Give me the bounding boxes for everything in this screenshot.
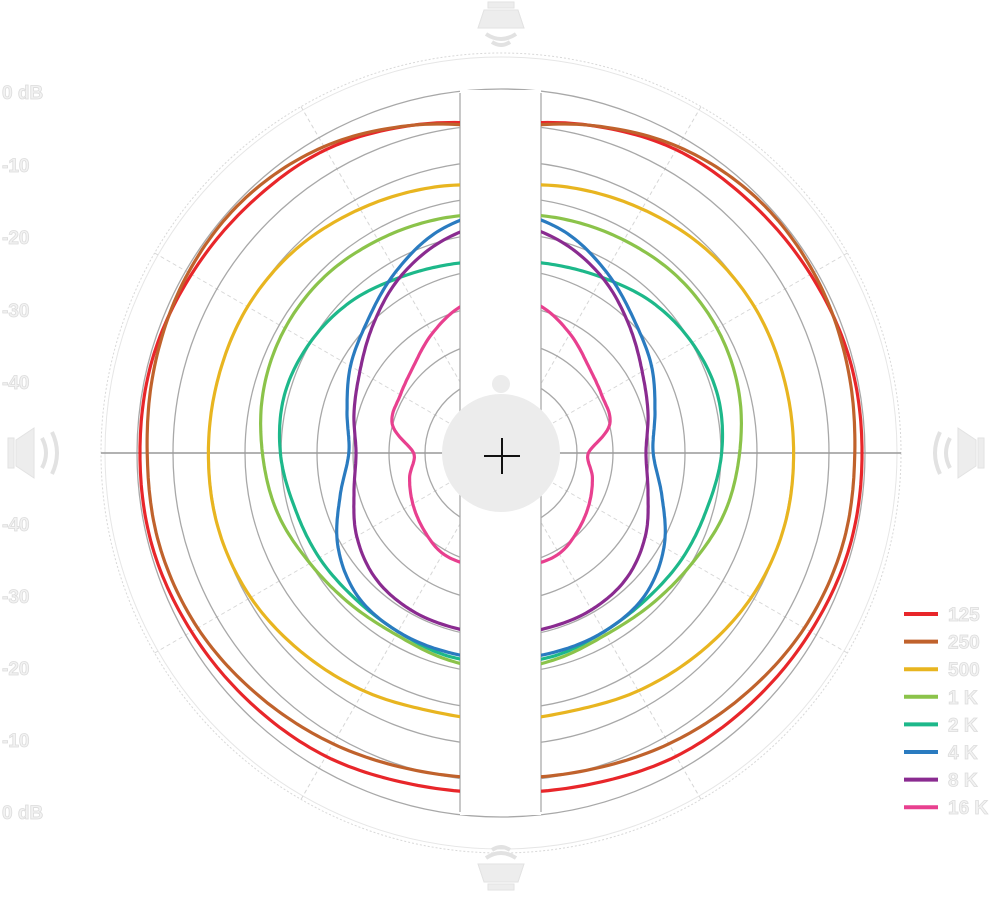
speaker-right-icon bbox=[933, 427, 985, 479]
radial-gridline bbox=[154, 482, 450, 654]
radial-gridline bbox=[300, 106, 472, 402]
db-label-bottom: 0 dB bbox=[2, 803, 43, 824]
db-label-bottom: -20 bbox=[2, 659, 29, 680]
curve-250-left bbox=[145, 122, 460, 779]
db-label-top: -30 bbox=[2, 301, 29, 322]
legend-label: 125 bbox=[948, 605, 980, 626]
legend-label: 16 K bbox=[948, 798, 988, 819]
db-label-top: 0 dB bbox=[2, 83, 43, 104]
radial-gridline bbox=[530, 106, 702, 402]
db-label-top: -10 bbox=[2, 156, 29, 177]
speaker-left-icon bbox=[7, 427, 59, 479]
curve-250-right bbox=[541, 122, 857, 779]
legend-label: 4 K bbox=[948, 743, 978, 764]
curve-8k-left bbox=[352, 230, 460, 631]
curve-4k-left bbox=[335, 218, 460, 657]
legend-label: 250 bbox=[948, 633, 980, 654]
microphone-center bbox=[442, 375, 560, 512]
curve-1k-right bbox=[541, 214, 744, 666]
db-label-top: -20 bbox=[2, 228, 29, 249]
legend-label: 8 K bbox=[948, 771, 978, 792]
legend-label: 2 K bbox=[948, 715, 978, 736]
legend: 125 250 500 1 K 2 K 4 K 8 K 16 K bbox=[904, 605, 989, 820]
db-label-bottom: -40 bbox=[2, 515, 29, 536]
curve-125-left bbox=[138, 120, 460, 793]
curve-500-right bbox=[541, 183, 796, 719]
db-label-bottom: -30 bbox=[2, 587, 29, 608]
db-label-bottom: -10 bbox=[2, 731, 29, 752]
legend-label: 500 bbox=[948, 660, 980, 681]
legend-label: 1 K bbox=[948, 688, 978, 709]
radial-gridline bbox=[552, 252, 848, 424]
db-label-top: -40 bbox=[2, 373, 29, 394]
plus-icon bbox=[484, 438, 520, 474]
microphone-nub bbox=[492, 375, 510, 393]
curve-500-left bbox=[206, 183, 460, 719]
curve-16k-left bbox=[390, 305, 460, 564]
curve-16k-right bbox=[541, 304, 612, 565]
curve-1k-left bbox=[258, 214, 460, 666]
curve-4k-right bbox=[541, 218, 667, 657]
polar-curves bbox=[138, 120, 864, 793]
curve-125-right bbox=[541, 120, 864, 793]
speaker-bottom-icon bbox=[477, 845, 525, 891]
radial-gridline bbox=[552, 482, 848, 654]
speaker-top-icon bbox=[477, 1, 525, 47]
radial-gridline bbox=[154, 252, 450, 424]
curve-8k-right bbox=[541, 229, 650, 632]
